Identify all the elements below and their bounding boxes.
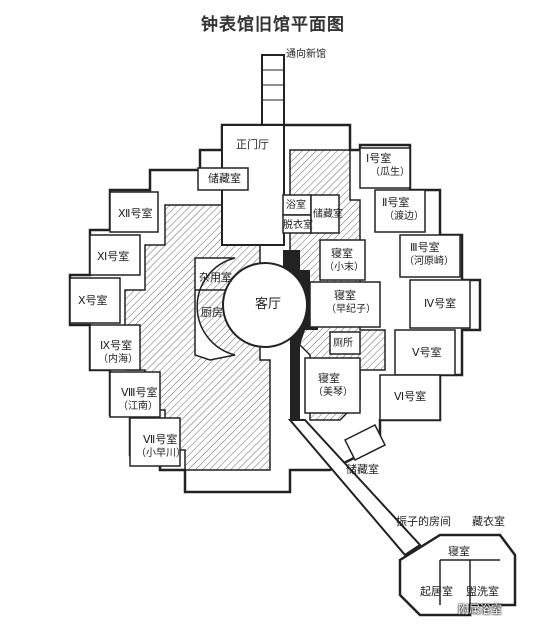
room-5-label: Ⅴ号室 [412, 346, 442, 359]
bath-label: 浴室 [286, 200, 306, 211]
main-hall-label: 正门厅 [236, 138, 269, 151]
to-new-hall-label: 通向新馆 [286, 49, 326, 60]
attached-bath-label: 附属浴室 [458, 603, 502, 616]
room-10-label: Ⅹ号室 [78, 294, 108, 307]
toilet-label: 厕所 [333, 338, 353, 349]
room-4-label: Ⅳ号室 [424, 297, 457, 310]
sitting-room-label: 起居室 [420, 585, 453, 598]
room-11-label: Ⅺ号室 [97, 250, 130, 263]
room-1-label: Ⅰ号室 [366, 152, 392, 165]
wardrobe-label: 藏衣室 [472, 515, 505, 528]
room-7-label: Ⅶ号室 [143, 433, 178, 446]
storage-label-3: 储藏室 [346, 463, 379, 476]
bedroom-komatsu-label: 寝室 [331, 247, 353, 260]
room-9-owner: （内海） [98, 354, 138, 365]
plan-title: 钟表馆旧馆平面图 [201, 15, 345, 35]
room-7-owner: （小早川） [136, 448, 186, 459]
washroom-label: 盥洗室 [466, 585, 499, 598]
room-2-label: Ⅱ号室 [382, 196, 410, 209]
dressing-label: 脱衣室 [283, 220, 313, 231]
bedroom-komatsu-owner: （小末） [324, 262, 364, 273]
room-8-label: Ⅷ号室 [121, 386, 158, 399]
living-room-label: 客厅 [255, 297, 282, 312]
room-9-label: Ⅸ号室 [100, 339, 133, 352]
room-3-owner: （河原崎） [404, 256, 454, 267]
storage-label-2: 储藏室 [313, 209, 343, 220]
kitchen-label: 厨房 [201, 306, 223, 319]
utility-label: 杂用室 [199, 271, 232, 284]
bedroom-mikoto-owner: （美琴） [313, 387, 353, 398]
bedroom-sakiko-owner: （早纪子） [326, 304, 376, 315]
southeast-wing [398, 533, 517, 617]
storage-label-1: 储藏室 [208, 172, 241, 185]
small-bedroom-label: 寝室 [448, 545, 470, 558]
room-2-owner: （渡边） [384, 211, 424, 222]
room-1-owner: （瓜生） [370, 167, 410, 178]
kitchen-arc [194, 257, 236, 361]
living-room-circle [222, 262, 308, 348]
room-8-owner: （江南） [118, 401, 158, 412]
room-6-label: Ⅵ号室 [394, 390, 427, 403]
room-12-label: Ⅻ号室 [118, 207, 153, 220]
corridor-to-new-hall [261, 54, 285, 126]
bedroom-sakiko-label: 寝室 [334, 289, 356, 302]
vibration-room-label: 振子的房间 [396, 515, 451, 528]
room-3-label: Ⅲ号室 [410, 241, 440, 254]
bedroom-mikoto-label: 寝室 [318, 372, 340, 385]
diagonal-corridor [287, 419, 422, 557]
